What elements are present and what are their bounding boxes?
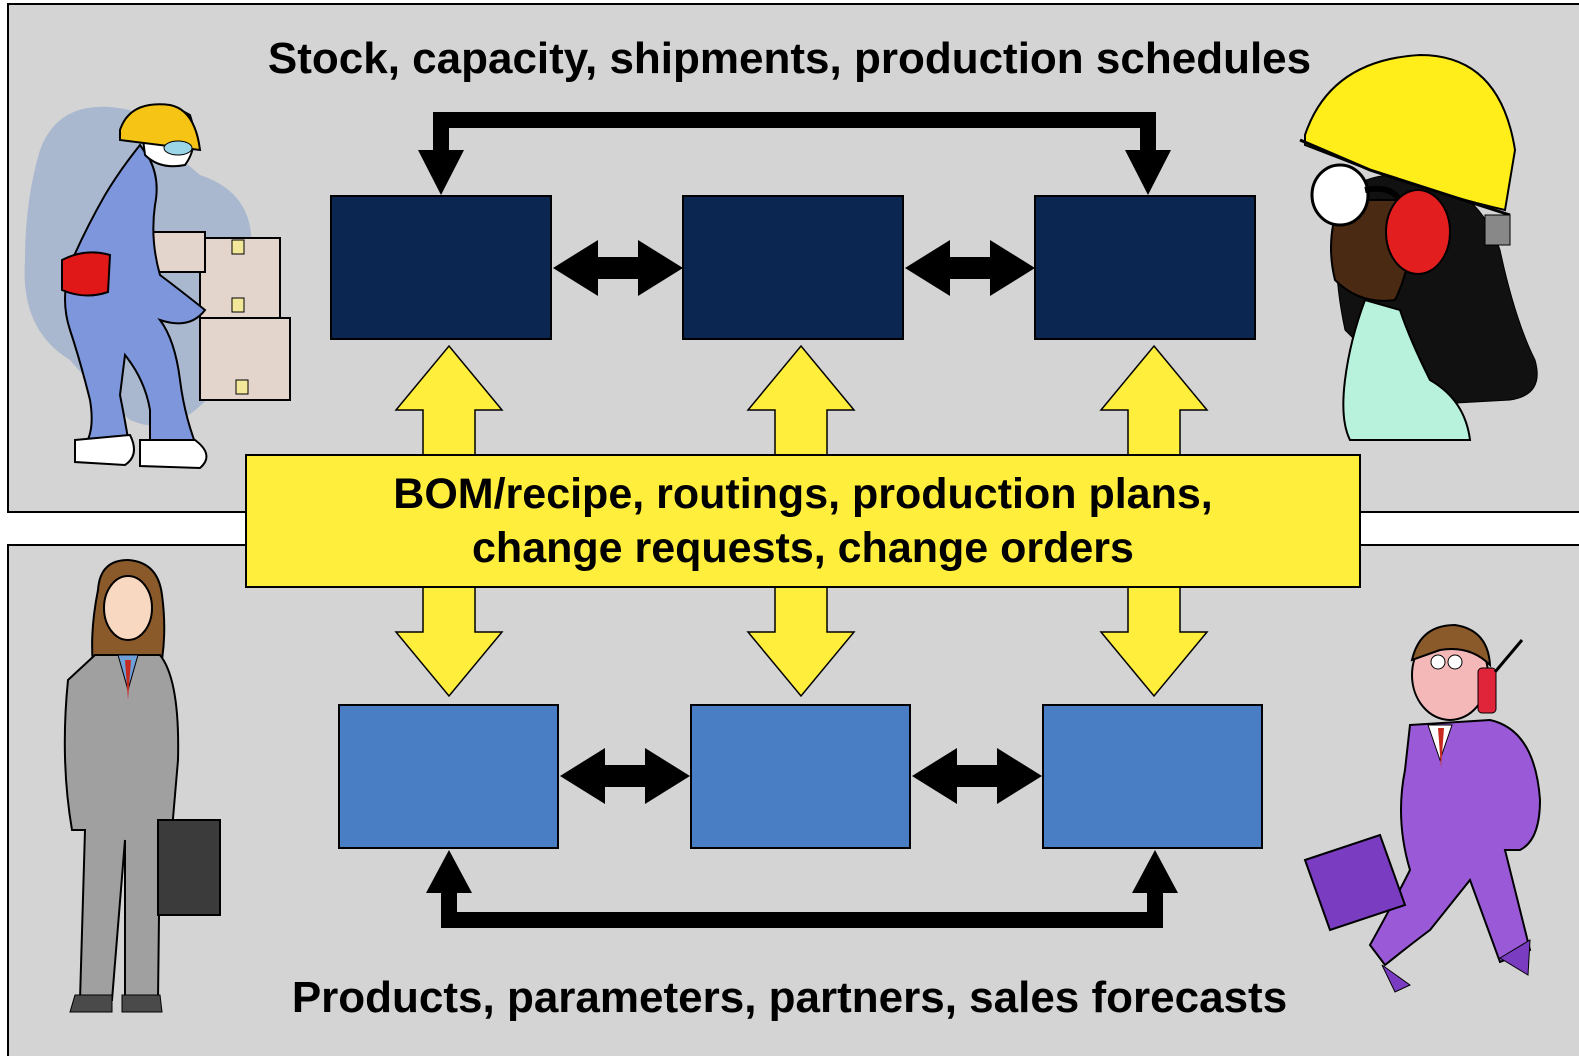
salesman-icon	[1303, 623, 1542, 993]
bottom-loop-arrow	[426, 850, 1178, 928]
bottom-box-1	[338, 704, 559, 849]
center-box	[245, 454, 1361, 588]
top-loop-arrow	[418, 112, 1171, 195]
top-link-arrow-1	[553, 240, 683, 296]
top-box-3	[1034, 195, 1256, 340]
bottom-box-3	[1042, 704, 1263, 849]
top-flow-label: Stock, capacity, shipments, production s…	[267, 34, 1312, 83]
warehouse-worker-icon	[24, 103, 291, 470]
top-box-1	[330, 195, 552, 340]
businesswoman-icon	[63, 558, 221, 1013]
bottom-link-arrow-1	[560, 748, 690, 804]
center-box-text: BOM/recipe, routings, production plans, …	[246, 455, 1360, 587]
center-box-line-1: BOM/recipe, routings, production plans,	[393, 470, 1213, 518]
bottom-flow-label: Products, parameters, partners, sales fo…	[291, 973, 1288, 1022]
top-link-arrow-2	[905, 240, 1035, 296]
hardhat-worker-icon	[1299, 53, 1538, 441]
center-box-line-2: change requests, change orders	[472, 524, 1134, 572]
top-box-2	[682, 195, 904, 340]
bottom-link-arrow-2	[912, 748, 1042, 804]
bottom-box-2	[690, 704, 911, 849]
